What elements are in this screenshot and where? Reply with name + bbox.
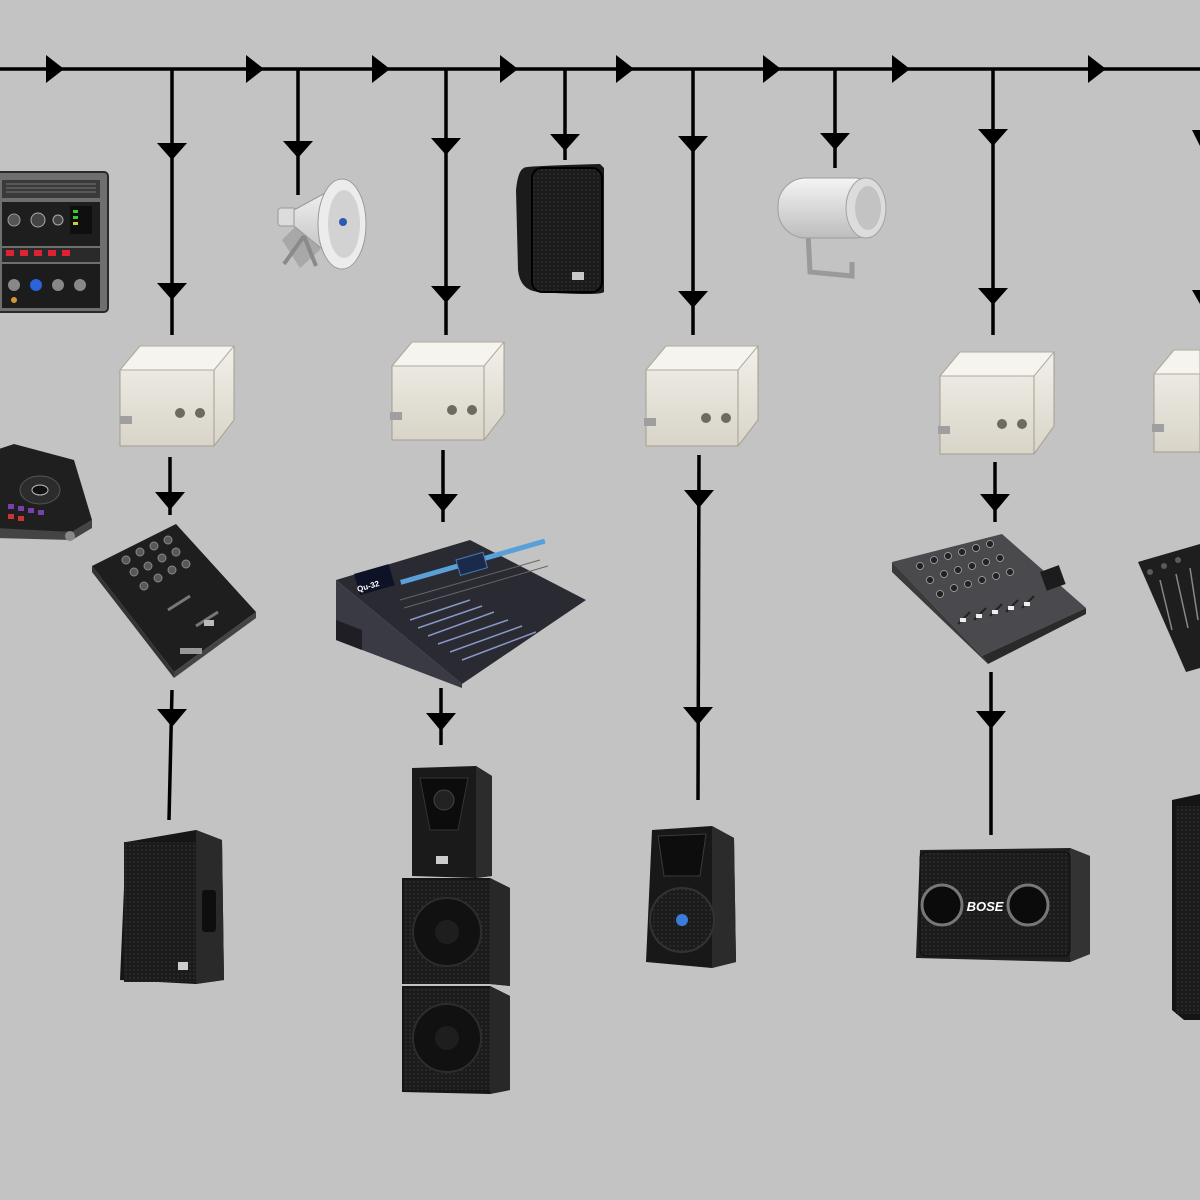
pa-speaker-icon: [646, 826, 736, 968]
arrow-down-icon: [157, 143, 187, 160]
arrow-down-icon: [678, 291, 708, 308]
junction-box-icon: [118, 345, 236, 447]
arrow-down-icon: [426, 713, 456, 731]
arrow-right-icon: [246, 55, 264, 83]
rack-amplifier-icon: [0, 171, 109, 313]
tall-speaker-partial-icon: [1172, 794, 1200, 1020]
box-to-speaker-3: [696, 454, 701, 801]
arrowheads: [46, 55, 1200, 731]
arrow-right-icon: [372, 55, 390, 83]
wall-speaker-icon: [516, 164, 604, 294]
arrow-down-icon: [157, 283, 187, 300]
arrow-down-icon: [978, 288, 1008, 305]
bose-speaker-icon: BOSE: [916, 848, 1090, 962]
junction-box-icon: [644, 345, 760, 447]
dj-mixer-partial-icon: [1138, 544, 1200, 672]
arrow-down-icon: [978, 129, 1008, 146]
arrow-down-icon: [1192, 130, 1200, 146]
arrow-right-icon: [616, 55, 634, 83]
arrow-right-icon: [763, 55, 781, 83]
junction-box-icon: [390, 341, 506, 441]
bose-logo: BOSE: [967, 899, 1004, 914]
arrow-down-icon: [976, 711, 1006, 729]
arrow-down-icon: [431, 138, 461, 155]
arrow-down-icon: [683, 707, 713, 725]
junction-box-icon: [938, 351, 1056, 455]
projector-speaker-icon: [777, 177, 887, 279]
arrow-right-icon: [1088, 55, 1106, 83]
arrow-down-icon: [155, 492, 185, 510]
arrow-down-icon: [157, 709, 187, 727]
arrow-right-icon: [892, 55, 910, 83]
arrow-down-icon: [431, 286, 461, 303]
dj-controller-icon: [0, 444, 92, 541]
digital-console-icon: Qu-32: [336, 538, 586, 688]
arrow-down-icon: [820, 133, 850, 150]
pa-speaker-icon: [120, 830, 224, 984]
arrow-down-icon: [283, 141, 313, 158]
junction-box-icon: [1152, 349, 1200, 453]
dj-mixer-icon: [92, 524, 256, 678]
arrow-down-icon: [550, 134, 580, 151]
connection-lines: [0, 67, 1200, 835]
horn-speaker-icon: [277, 178, 367, 270]
analog-mixer-icon: [892, 534, 1086, 664]
arrow-right-icon: [500, 55, 518, 83]
arrow-right-icon: [46, 55, 64, 83]
arrow-down-icon: [980, 494, 1010, 512]
arrow-down-icon: [1192, 290, 1200, 304]
speaker-stack-icon: [402, 766, 510, 1094]
arrow-down-icon: [678, 136, 708, 153]
arrow-down-icon: [428, 494, 458, 512]
arrow-down-icon: [684, 490, 714, 508]
